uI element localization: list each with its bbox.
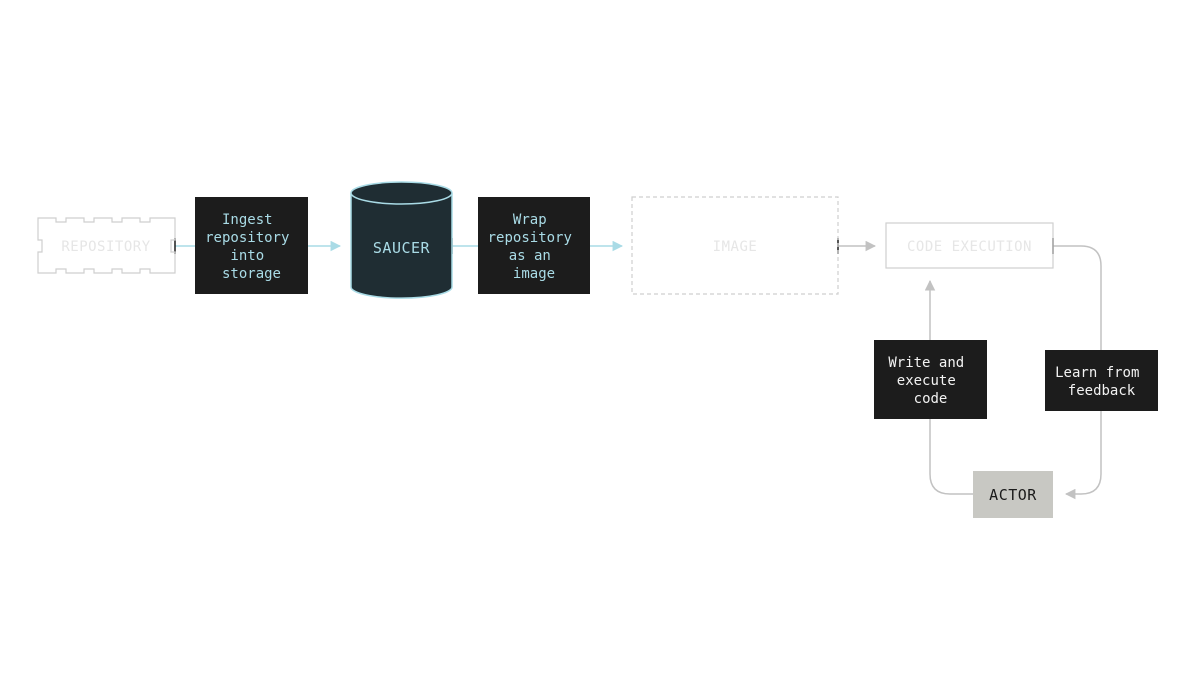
ingest-line: into — [230, 248, 264, 264]
write-line: code — [914, 391, 948, 407]
learn-feedback-step-text: Learn from feedback — [1055, 365, 1148, 399]
image-label: IMAGE — [713, 239, 758, 255]
write-execute-step-text: Write and execute code — [888, 355, 972, 407]
wrap-step-box — [478, 197, 590, 294]
wrap-line: repository — [488, 230, 572, 246]
image-node: IMAGE — [631, 196, 839, 295]
saucer-cylinder-body — [350, 193, 453, 299]
write-line: execute — [897, 373, 956, 389]
repository-node: REPOSITORY — [37, 217, 176, 274]
saucer-label: SAUCER — [373, 239, 431, 257]
learn-feedback-step-box — [1045, 350, 1158, 411]
code-execution-box — [885, 222, 1054, 269]
learn-line: Learn from — [1055, 365, 1139, 381]
ingest-step-box — [195, 197, 308, 294]
learn-line: feedback — [1068, 383, 1136, 399]
wrap-step-text: Wrap repository as an image — [488, 212, 581, 282]
wrap-line: Wrap — [513, 212, 547, 228]
wrap-line: as an — [509, 248, 551, 264]
ingest-line: repository — [205, 230, 289, 246]
write-execute-step: Write and execute code — [874, 340, 987, 419]
learn-feedback-step: Learn from feedback — [1045, 350, 1158, 411]
wrap-step: Wrap repository as an image — [478, 197, 590, 294]
actor-label: ACTOR — [989, 486, 1037, 504]
saucer-node: SAUCER — [350, 181, 453, 299]
write-execute-step-box — [874, 340, 987, 419]
ingest-line: storage — [222, 266, 281, 282]
repository-label: REPOSITORY — [61, 239, 150, 255]
connector-actor-code-execution — [924, 279, 973, 495]
ingest-line: Ingest — [222, 212, 273, 228]
ingest-step: Ingest repository into storage — [195, 197, 308, 294]
repository-shape — [37, 217, 176, 274]
actor-node: ACTOR — [973, 471, 1053, 518]
wrap-line: image — [513, 266, 555, 282]
ingest-step-text: Ingest repository into storage — [205, 212, 298, 282]
image-box — [631, 196, 839, 295]
code-execution-label: CODE EXECUTION — [907, 239, 1032, 255]
actor-box — [973, 471, 1053, 518]
write-line: Write and — [888, 355, 964, 371]
saucer-cylinder-top — [350, 181, 453, 205]
code-execution-node: CODE EXECUTION — [885, 222, 1054, 269]
